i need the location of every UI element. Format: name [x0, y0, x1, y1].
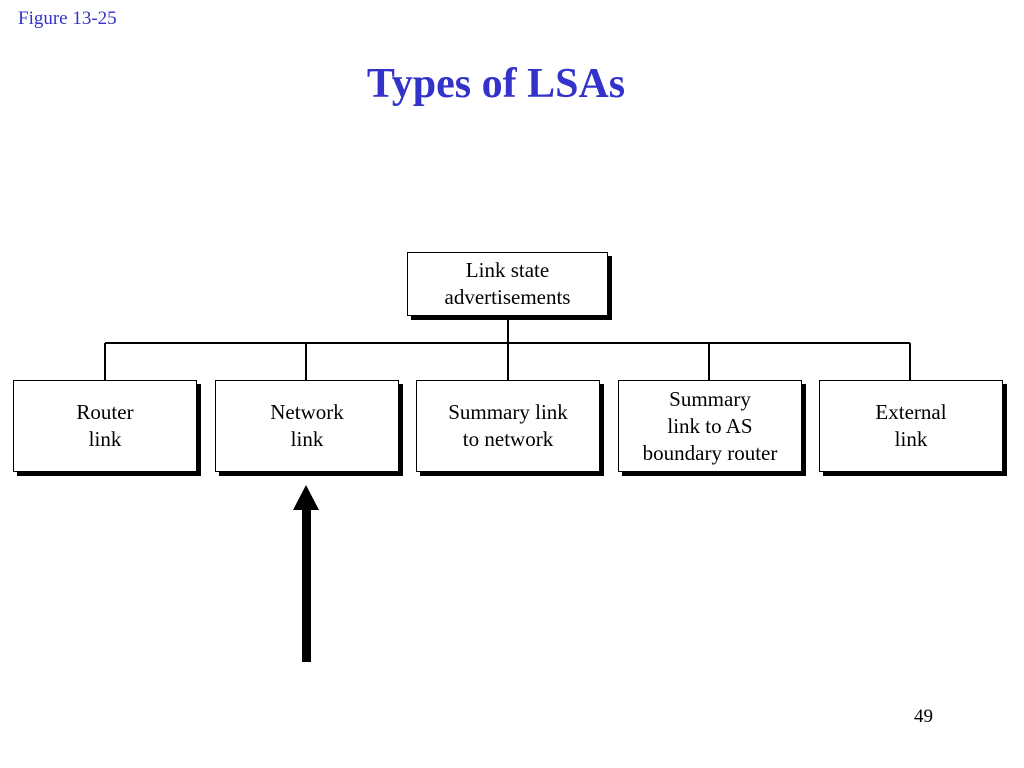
- child-box-external-link: External link: [819, 380, 1003, 472]
- child-box-label: Router link: [76, 400, 134, 451]
- figure-label: Figure 13-25: [18, 8, 117, 29]
- child-box-label: Summary link to AS boundary router: [642, 386, 778, 465]
- root-box-label: Link state advertisements: [444, 258, 571, 309]
- root-box: Link state advertisements: [407, 252, 608, 316]
- child-box-summary-link-to-asbr: Summary link to AS boundary router: [618, 380, 802, 472]
- child-box-label: External link: [875, 400, 947, 451]
- pointer-arrow: [293, 485, 319, 662]
- child-box-label: Summary link to network: [448, 400, 568, 451]
- child-box-router-link: Router link: [13, 380, 197, 472]
- arrow-shaft: [302, 505, 311, 662]
- page-number: 49: [914, 706, 933, 727]
- child-box-label: Network link: [270, 400, 344, 451]
- child-box-summary-link-to-network: Summary link to network: [416, 380, 600, 472]
- arrow-head: [293, 485, 319, 510]
- page-title: Types of LSAs: [366, 61, 626, 107]
- child-box-network-link: Network link: [215, 380, 399, 472]
